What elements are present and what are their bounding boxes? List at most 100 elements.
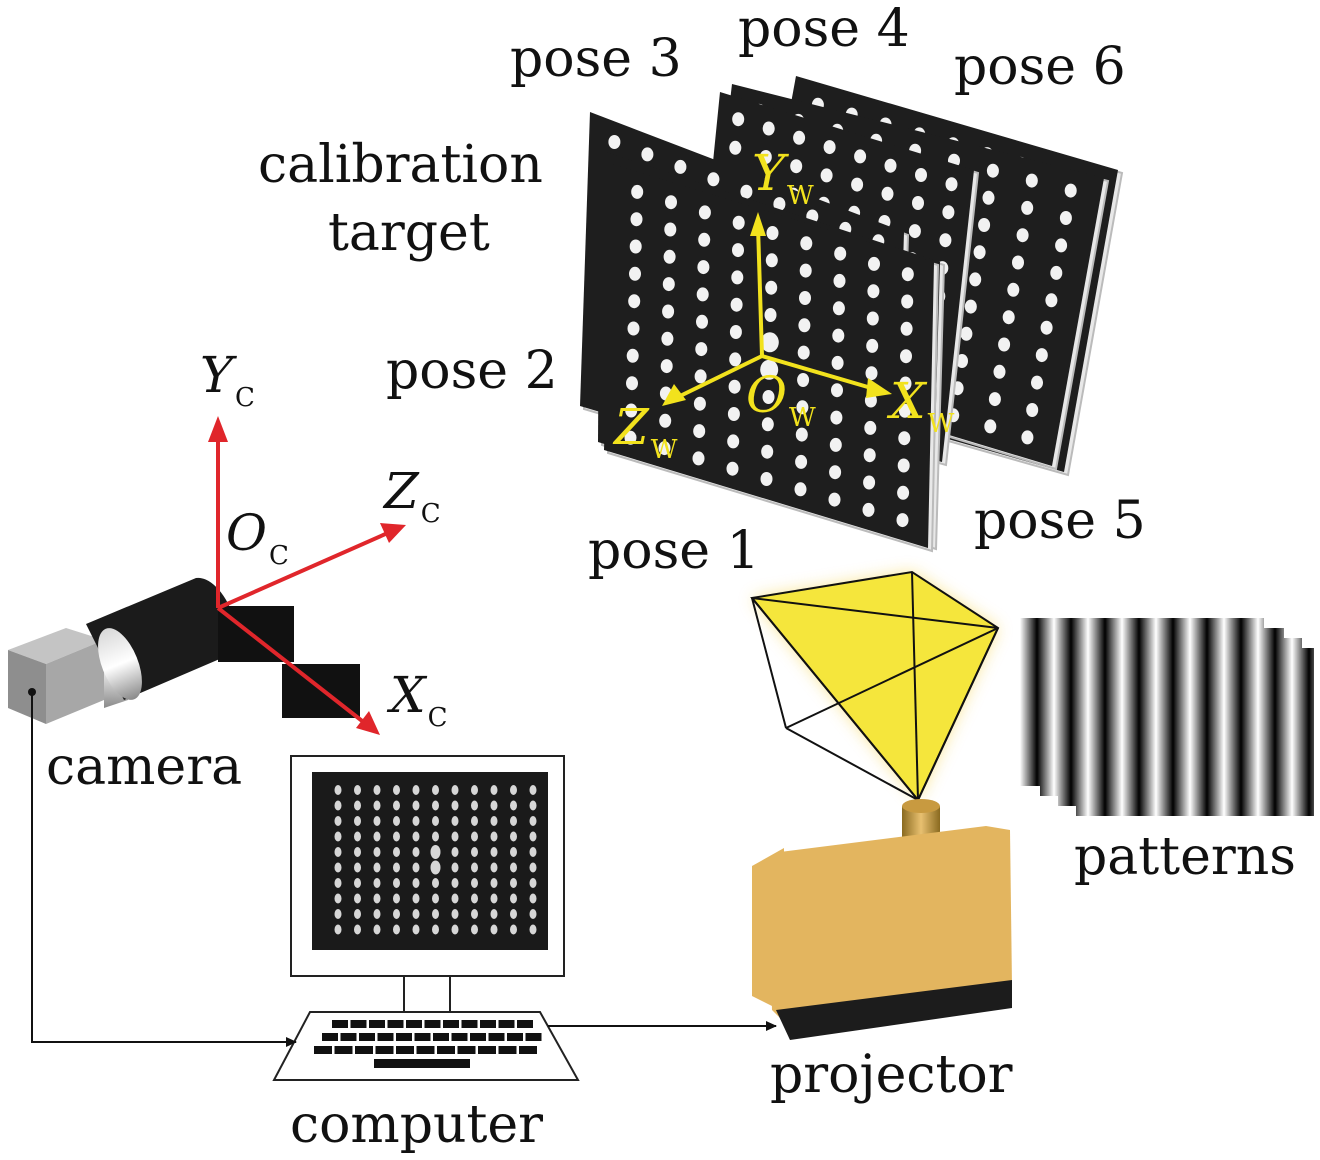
board-dot xyxy=(628,294,641,309)
board-dot xyxy=(881,186,894,201)
screen-dot xyxy=(451,893,459,904)
screen-dot xyxy=(471,862,478,873)
label-pose-4: pose 4 xyxy=(738,0,910,59)
board-dot xyxy=(698,205,711,220)
world-y-label-sub: W xyxy=(787,181,814,211)
board-dot xyxy=(799,263,812,278)
world-z-label: ZW xyxy=(612,398,678,465)
board-dot xyxy=(1050,265,1063,280)
computer-keyboard xyxy=(272,1011,580,1081)
screen-dot xyxy=(451,878,459,888)
keyboard-key xyxy=(451,1033,468,1041)
screen-dot xyxy=(529,909,537,919)
board-dot xyxy=(790,159,803,174)
screen-dot xyxy=(412,924,420,935)
world-y-label-base: Y xyxy=(752,144,789,202)
screen-dot xyxy=(354,862,361,873)
screen-dot xyxy=(510,847,517,857)
screen-dot xyxy=(432,831,439,842)
board-dot xyxy=(988,392,1001,407)
keyboard-key xyxy=(377,1033,394,1041)
screen-dot xyxy=(490,800,498,811)
screen-dot xyxy=(471,893,478,904)
screen-dot xyxy=(393,831,400,842)
board-dot xyxy=(829,437,842,452)
board-dot xyxy=(834,246,847,261)
keyboard-key xyxy=(369,1020,385,1028)
frustum-edge-5 xyxy=(751,597,787,729)
screen-dot xyxy=(490,816,498,826)
screen-dot xyxy=(393,878,400,888)
board-dot xyxy=(765,253,778,268)
screen-dot xyxy=(373,831,381,842)
label-pose-6: pose 6 xyxy=(954,37,1126,97)
world-z-label-base: Z xyxy=(612,398,650,456)
screen-dot xyxy=(334,893,342,904)
keyboard-key xyxy=(507,1033,523,1041)
board-dot xyxy=(727,407,740,421)
screen-dot xyxy=(529,816,537,826)
board-dot xyxy=(698,232,711,247)
board-dot xyxy=(729,140,742,155)
screen-dot xyxy=(451,831,459,842)
board-dot xyxy=(901,294,914,309)
keyboard-key xyxy=(470,1033,486,1041)
board-dot xyxy=(1040,320,1053,335)
camera-to-computer-cable xyxy=(31,692,297,1047)
screen-dot xyxy=(529,924,537,935)
screen-dot xyxy=(490,831,498,842)
board-dot xyxy=(692,451,705,466)
board-dot xyxy=(1002,310,1015,325)
frustum-edge-3 xyxy=(917,627,999,801)
board-dot xyxy=(866,311,879,326)
screen-dot xyxy=(334,909,342,919)
screen-dot xyxy=(393,816,400,826)
keyboard-key xyxy=(359,1033,375,1041)
board-dot xyxy=(661,331,674,346)
monitor-screen xyxy=(312,772,548,950)
board-dot xyxy=(868,256,880,271)
screen-dot xyxy=(432,878,439,888)
screen-dot xyxy=(412,831,420,842)
screen-dot xyxy=(510,785,517,795)
board-dot xyxy=(978,218,991,232)
screen-dot xyxy=(471,831,478,842)
board-dot xyxy=(969,272,982,287)
board-dot xyxy=(696,314,708,329)
board-dot xyxy=(831,383,843,398)
screen-dot xyxy=(471,909,478,919)
board-dot xyxy=(773,197,786,212)
screen-dot xyxy=(412,878,420,888)
screen-dot xyxy=(451,785,459,795)
keyboard-key xyxy=(488,1033,505,1041)
keyboard-key xyxy=(461,1020,478,1028)
screen-dot xyxy=(451,862,459,873)
screen-dot xyxy=(393,785,400,795)
screen-dot xyxy=(354,785,361,795)
board-dot xyxy=(625,403,638,418)
board-dot xyxy=(1021,430,1034,445)
world-y-axis xyxy=(756,225,764,357)
board-dot xyxy=(897,485,910,500)
board-dot xyxy=(762,121,775,136)
projector-device xyxy=(750,570,1012,1040)
board-dot xyxy=(884,158,897,173)
board-dot xyxy=(830,410,843,425)
world-origin-label: OW xyxy=(746,366,816,433)
screen-dot xyxy=(412,909,420,919)
board-dot xyxy=(630,212,643,227)
board-dot xyxy=(866,338,879,353)
board-dot xyxy=(1012,255,1024,270)
screen-dot xyxy=(529,847,537,857)
screen-dot xyxy=(334,785,342,795)
board-dot xyxy=(900,321,913,336)
keyboard-key xyxy=(416,1046,435,1054)
world-z-axis xyxy=(675,354,763,400)
board-dot xyxy=(795,454,808,469)
camera-x-arrowhead xyxy=(356,711,380,735)
screen-dot xyxy=(510,862,517,873)
board-dot xyxy=(854,149,867,164)
keyboard-key xyxy=(396,1046,414,1054)
board-dot xyxy=(697,260,710,275)
screen-dot xyxy=(432,785,439,795)
